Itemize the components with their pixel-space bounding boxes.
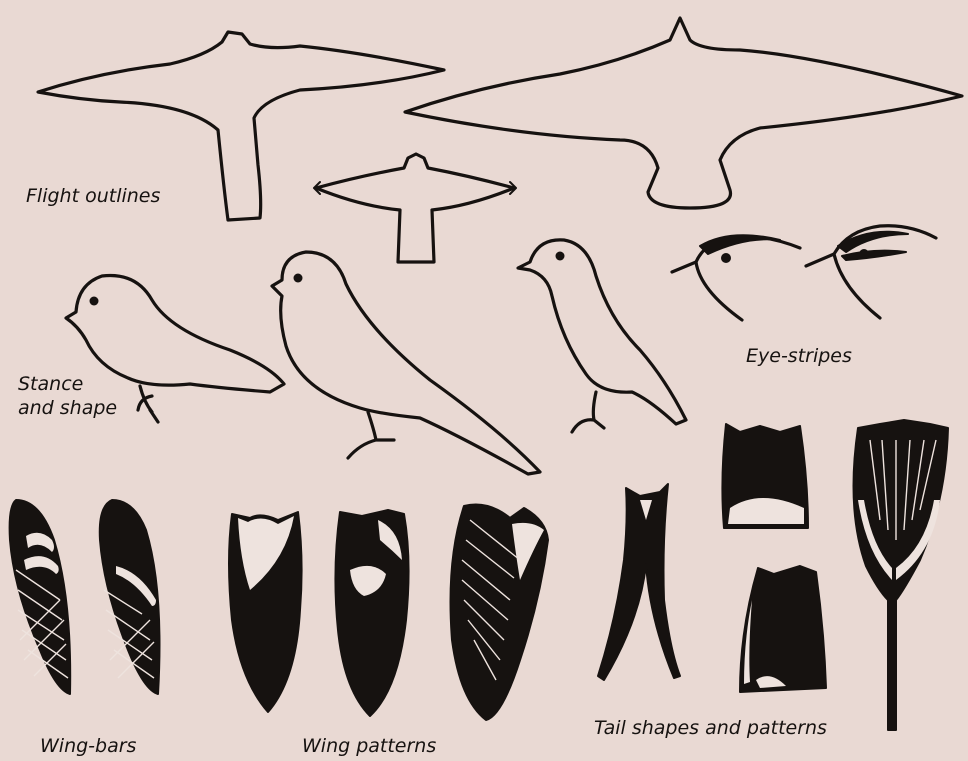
- flight-outline-hawk: [314, 154, 516, 262]
- label-wing-patterns: Wing patterns: [302, 734, 436, 758]
- label-eye-stripes: Eye-stripes: [746, 344, 852, 368]
- label-flight-outlines: Flight outlines: [26, 184, 160, 208]
- stance-bird-perched: [518, 240, 686, 432]
- wing-bar-left: [10, 500, 71, 694]
- wing-pattern-1: [229, 512, 302, 712]
- wing-bar-right: [100, 500, 160, 694]
- wing-pattern-3: [451, 505, 549, 721]
- flight-outline-large-gull: [405, 18, 962, 208]
- wing-pattern-2: [335, 510, 408, 716]
- tail-square-white-tip: [722, 424, 808, 528]
- eye-stripe-head-1: [672, 235, 800, 320]
- stance-bird-upright: [272, 252, 540, 474]
- label-wing-bars: Wing-bars: [40, 734, 136, 758]
- label-tail-shapes-and-patterns: Tail shapes and patterns: [594, 716, 827, 740]
- eye-stripe-head-2: [806, 226, 936, 318]
- tail-white-sides: [740, 566, 826, 692]
- tail-forked: [598, 484, 680, 680]
- tail-fan-long-shaft: [854, 420, 949, 730]
- label-stance-and-shape: Stance and shape: [18, 372, 117, 420]
